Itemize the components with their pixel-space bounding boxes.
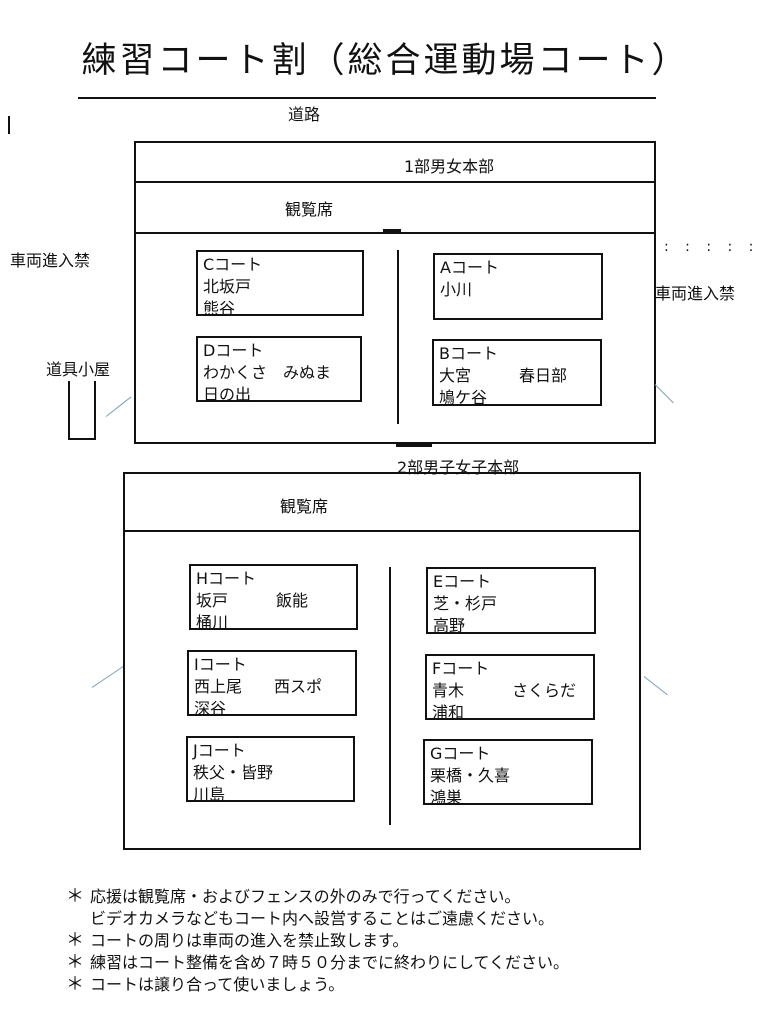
upper-gate-mark xyxy=(383,229,401,233)
note-bullet: ＊ xyxy=(66,952,84,973)
stand1-label: 観覧席 xyxy=(285,200,334,219)
court-h-name: Hコート xyxy=(196,569,257,588)
court-i: Iコート 西上尾 西スポ 深谷 xyxy=(187,650,357,718)
court-e-line2: 高野 xyxy=(433,616,466,635)
court-h: Hコート 坂戸 飯能 桶川 xyxy=(189,564,358,632)
court-d: Dコート わかくさ みぬま 日の出 xyxy=(196,336,362,404)
court-e: Eコート 芝・杉戸 高野 xyxy=(426,567,596,635)
court-j-line2: 川島 xyxy=(193,785,226,804)
court-b-line1: 大宮 春日部 xyxy=(439,366,568,385)
court-a-name: Aコート xyxy=(440,258,499,277)
court-b: Bコート 大宮 春日部 鳩ケ谷 xyxy=(432,339,602,407)
court-f-name: Fコート xyxy=(432,659,490,678)
hq1-label: 1部男女本部 xyxy=(404,157,495,176)
note-bullet: ＊ xyxy=(66,886,84,907)
note-bullet: ＊ xyxy=(66,974,84,995)
court-g-line2: 鴻巣 xyxy=(430,788,463,807)
court-j-name: Jコート xyxy=(193,741,246,760)
page-title: 練習コート割（総合運動場コート） xyxy=(81,41,690,81)
stand2-label: 観覧席 xyxy=(280,497,329,516)
court-i-name: Iコート xyxy=(194,655,247,674)
note-bullet: ＊ xyxy=(66,930,84,951)
lower-left-gate-line xyxy=(91,665,124,688)
no-vehicle-right-label: 車両進入禁 xyxy=(655,284,736,303)
upper-right-gate-line xyxy=(654,384,674,404)
court-f: Fコート 青木 さくらだ 浦和 xyxy=(425,654,595,722)
note-1-text: 応援は観覧席・およびフェンスの外のみで行ってください。 xyxy=(90,887,521,906)
court-d-line1: わかくさ みぬま xyxy=(203,363,332,382)
court-j: Jコート 秩父・皆野 川島 xyxy=(186,736,355,804)
tool-shed xyxy=(68,381,96,440)
court-c-name: Cコート xyxy=(203,255,263,274)
lower-right-gate-line xyxy=(643,676,668,696)
road-label: 道路 xyxy=(288,105,321,124)
lower-stand-divider xyxy=(125,530,639,532)
margin-mark xyxy=(8,116,10,134)
tool-shed-label: 道具小屋 xyxy=(46,360,111,379)
note-2-text: コートの周りは車両の進入を禁止致します。 xyxy=(90,931,409,950)
upper-center-line xyxy=(397,250,399,424)
note-1: ＊ 応援は観覧席・およびフェンスの外のみで行ってください。 xyxy=(66,886,569,908)
note-4: ＊ コートは譲り合って使いましょう。 xyxy=(66,974,569,996)
court-d-name: Dコート xyxy=(203,341,264,360)
road-line xyxy=(78,97,656,99)
court-e-name: Eコート xyxy=(433,572,492,591)
court-g-line1: 栗橋・久喜 xyxy=(430,766,511,785)
court-g-name: Gコート xyxy=(430,744,491,763)
lower-gate-mark xyxy=(396,443,432,447)
upper-stand-divider xyxy=(136,232,654,234)
dotted-marks: : : : : : : xyxy=(664,239,771,255)
court-c: Cコート 北坂戸 熊谷 xyxy=(196,250,364,318)
court-a: Aコート 小川 xyxy=(433,253,603,320)
court-c-line2: 熊谷 xyxy=(203,299,236,318)
court-d-line2: 日の出 xyxy=(203,385,252,404)
court-j-line1: 秩父・皆野 xyxy=(193,763,274,782)
upper-left-gate-line xyxy=(105,396,132,417)
lower-center-line xyxy=(389,567,391,825)
court-b-name: Bコート xyxy=(439,344,498,363)
court-f-line2: 浦和 xyxy=(432,703,465,722)
note-1b-text: ビデオカメラなどもコート内へ設営することはご遠慮ください。 xyxy=(90,909,555,928)
note-3-text: 練習はコート整備を含め７時５０分までに終わりにしてください。 xyxy=(90,953,570,972)
upper-hq-divider xyxy=(136,181,654,183)
note-3: ＊ 練習はコート整備を含め７時５０分までに終わりにしてください。 xyxy=(66,952,569,974)
court-i-line1: 西上尾 西スポ xyxy=(194,677,323,696)
court-f-line1: 青木 さくらだ xyxy=(432,681,577,700)
court-a-line1: 小川 xyxy=(440,280,473,299)
note-4-text: コートは譲り合って使いましょう。 xyxy=(90,975,345,994)
note-1-continued: ビデオカメラなどもコート内へ設営することはご遠慮ください。 xyxy=(66,908,569,930)
notes-list: ＊ 応援は観覧席・およびフェンスの外のみで行ってください。 ビデオカメラなどもコ… xyxy=(66,886,569,996)
court-h-line1: 坂戸 飯能 xyxy=(196,591,309,610)
lower-venue-frame xyxy=(123,472,641,850)
court-g: Gコート 栗橋・久喜 鴻巣 xyxy=(423,739,593,807)
note-2: ＊ コートの周りは車両の進入を禁止致します。 xyxy=(66,930,569,952)
court-e-line1: 芝・杉戸 xyxy=(433,594,498,613)
court-b-line2: 鳩ケ谷 xyxy=(439,388,488,407)
court-c-line1: 北坂戸 xyxy=(203,277,252,296)
upper-venue-frame xyxy=(134,141,656,444)
court-i-line2: 深谷 xyxy=(194,699,227,718)
no-vehicle-left-label: 車両進入禁 xyxy=(10,251,91,270)
court-h-line2: 桶川 xyxy=(196,613,229,632)
